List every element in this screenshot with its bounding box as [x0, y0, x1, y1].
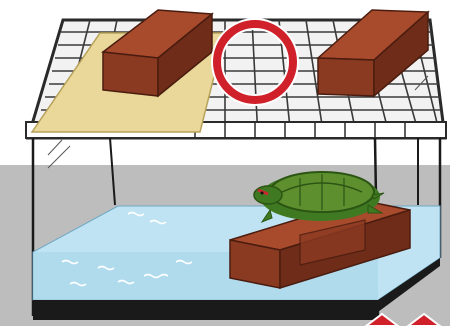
tank-base-front: [33, 312, 378, 320]
turtle-eye: [261, 192, 264, 195]
turtle-head: [254, 186, 282, 204]
